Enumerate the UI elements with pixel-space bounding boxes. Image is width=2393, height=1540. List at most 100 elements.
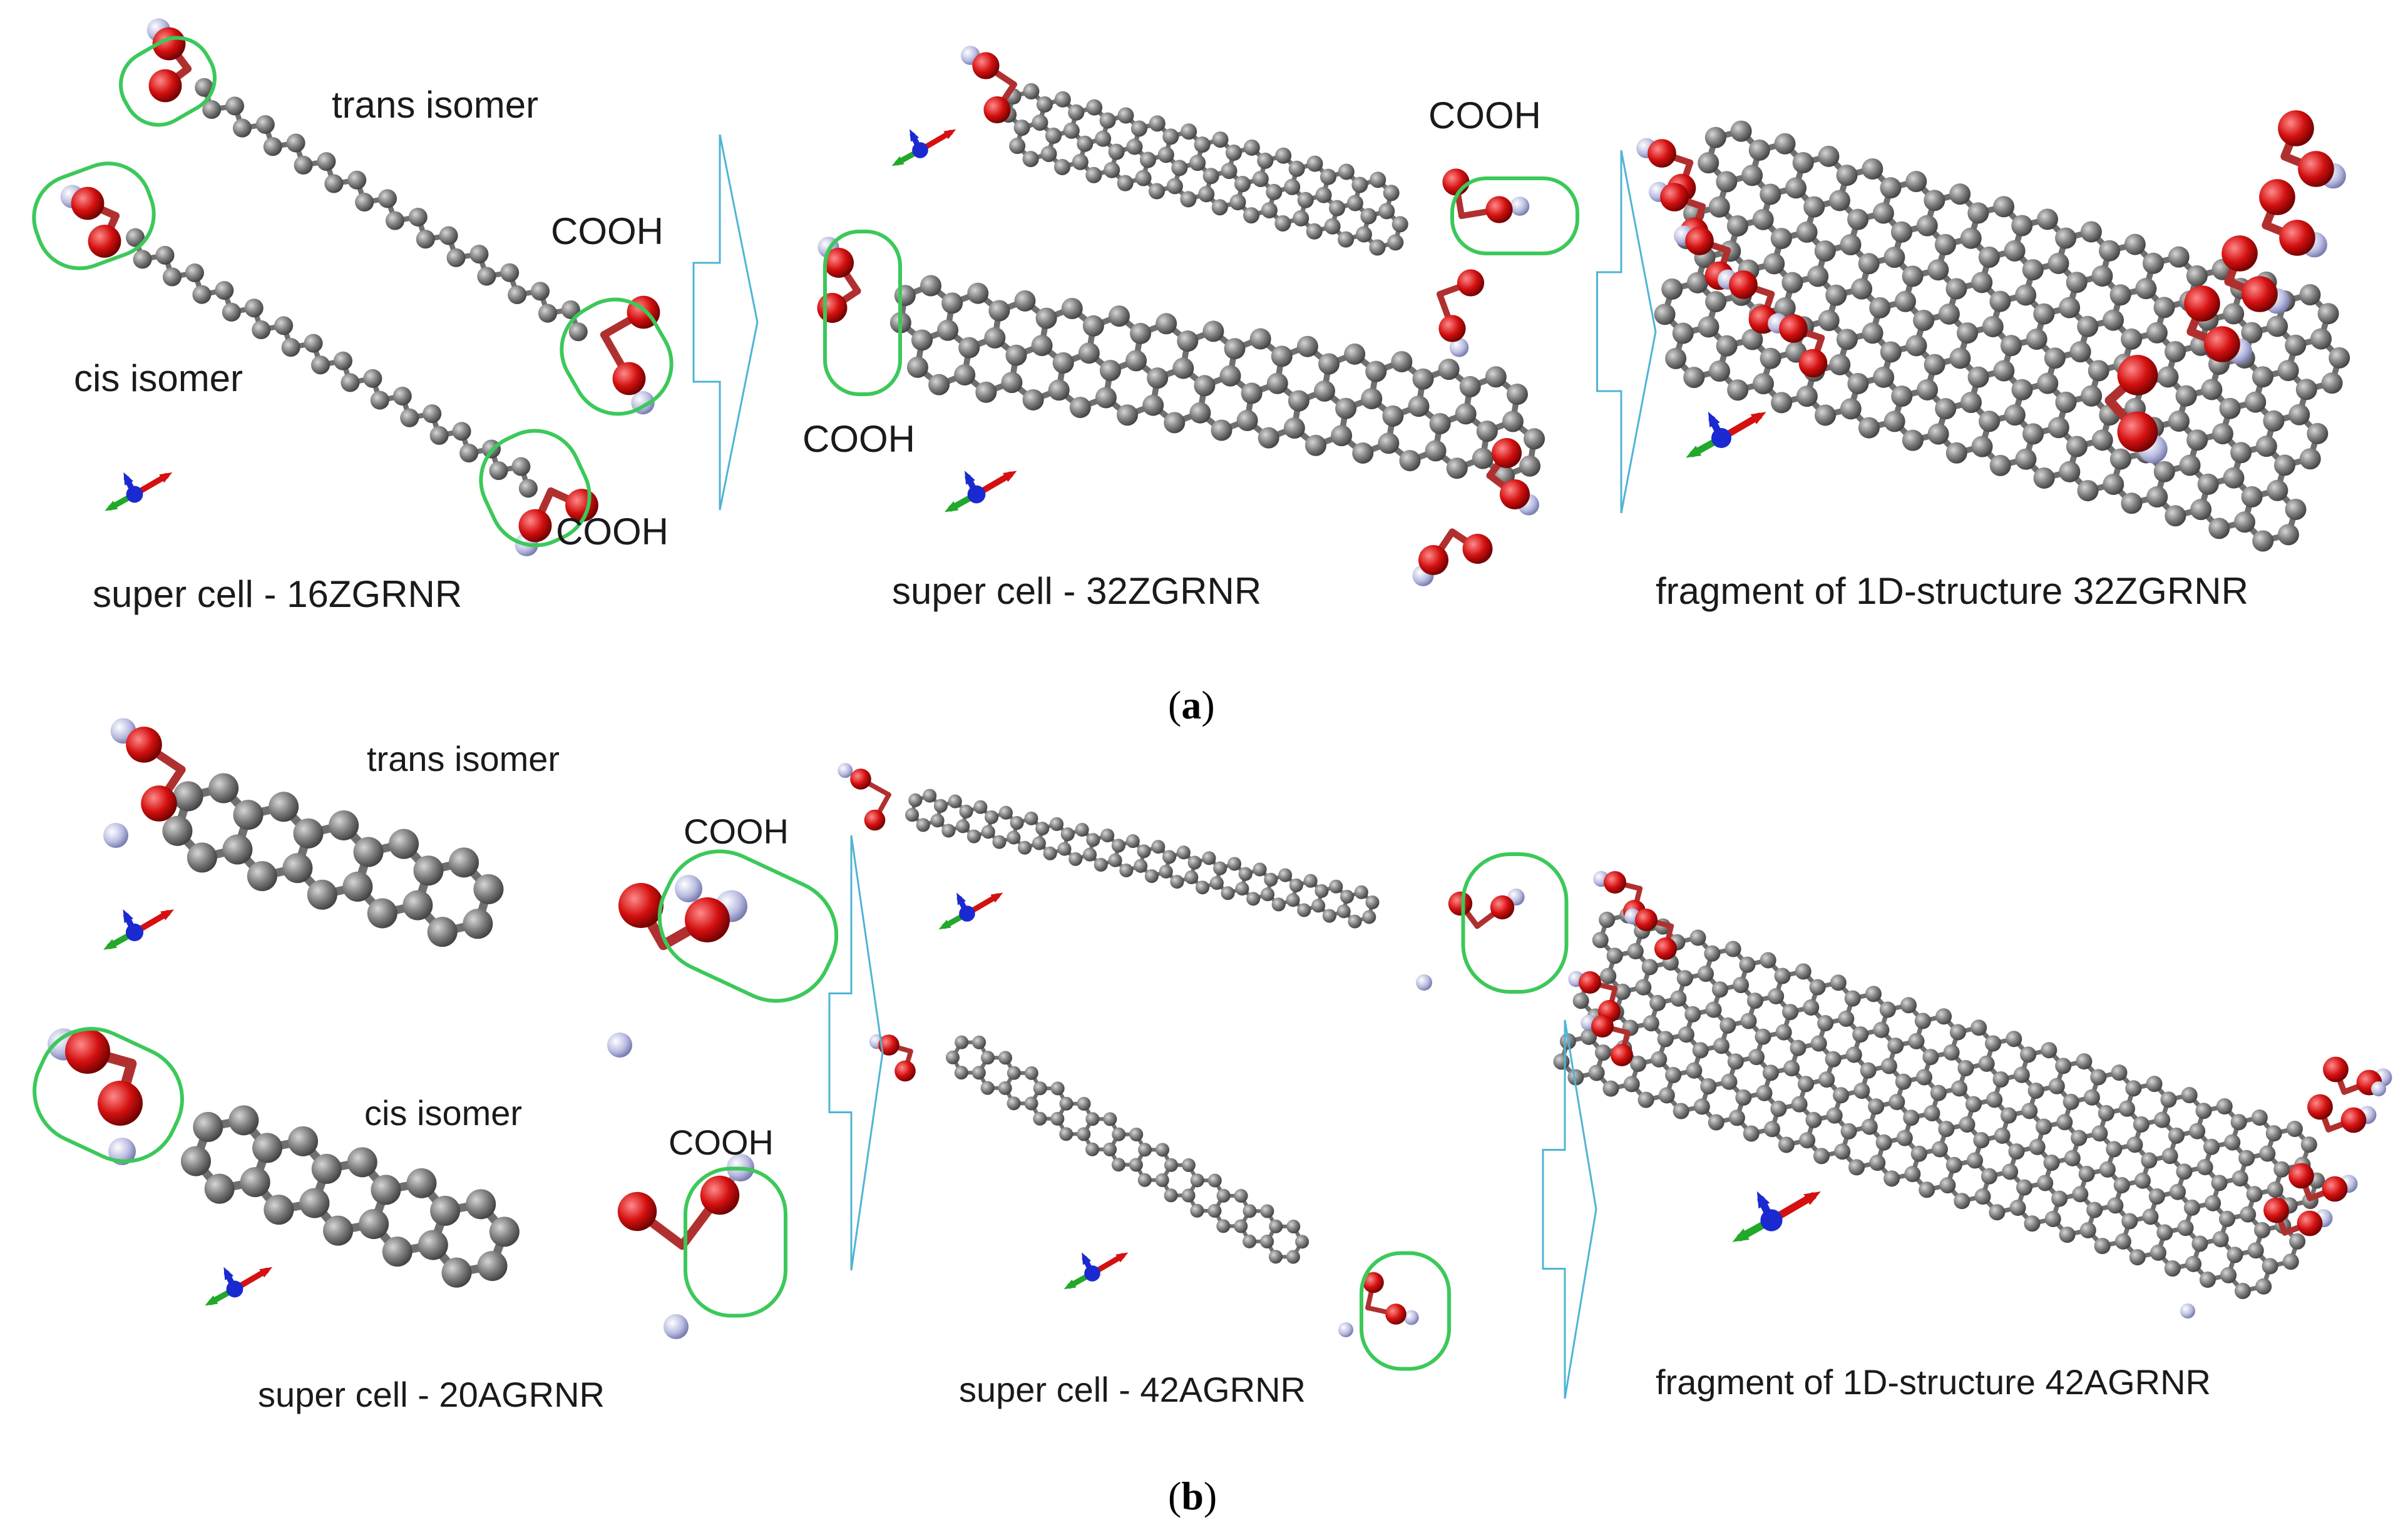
carbon-atom	[1791, 1096, 1808, 1113]
carbon-atom	[1005, 344, 1027, 366]
carbon-atom	[1234, 176, 1251, 193]
carbon-atom	[1164, 1188, 1178, 1203]
carbon-atom	[459, 444, 479, 463]
carbon-atom	[1134, 859, 1148, 873]
carbon-atom	[1967, 202, 1989, 224]
carbon-atom	[2066, 436, 2088, 457]
carbon-atom	[1094, 857, 1108, 872]
carbon-atom	[2289, 1233, 2306, 1250]
carbon-atom	[1135, 170, 1152, 186]
carbon-atom	[1266, 372, 1288, 394]
oxygen-atom	[152, 27, 186, 61]
carbon-atom	[180, 1146, 211, 1176]
carbon-atom	[195, 78, 214, 97]
carbon-atom	[1387, 234, 1404, 251]
carbon-atom	[1838, 1010, 1855, 1027]
carbon-atom	[1938, 303, 1960, 325]
carbon-atom	[1261, 887, 1275, 902]
carbon-atom	[187, 842, 217, 873]
carbon-atom	[2285, 334, 2307, 356]
carbon-atom	[2077, 315, 2099, 337]
carbon-atom	[1234, 1219, 1248, 1233]
oxygen-atom	[2322, 1176, 2348, 1202]
carbon-atom	[1676, 970, 1693, 987]
carbon-atom	[1227, 857, 1242, 871]
carbon-atom	[2078, 1166, 2095, 1183]
carbon-atom	[2245, 391, 2267, 413]
carbon-atom	[2047, 417, 2069, 439]
carbon-atom	[1506, 384, 1528, 405]
carbon-atom	[2113, 1176, 2130, 1193]
carbon-atom	[1318, 353, 1340, 375]
carbon-atom	[2094, 1238, 2111, 1255]
carbon-atom	[1735, 1089, 1752, 1106]
carbon-atom	[1743, 1125, 1760, 1142]
carbon-atom	[1209, 876, 1224, 890]
carbon-atom	[2186, 265, 2208, 287]
carbon-atom	[1600, 967, 1617, 984]
panel-caption-b: (b)	[1168, 1474, 1217, 1518]
oxygen-atom	[1635, 909, 1658, 931]
carbon-atom	[2329, 347, 2350, 369]
carbon-atom	[441, 1257, 472, 1288]
oxygen-atom	[618, 883, 664, 928]
carbon-atom	[1755, 1028, 1771, 1045]
carbon-atom	[1782, 1004, 1799, 1021]
carbon-atom	[1144, 869, 1159, 884]
carbon-atom	[255, 115, 275, 134]
carbon-atom	[1369, 239, 1386, 256]
carbon-atom	[427, 917, 458, 947]
carbon-atom	[2277, 360, 2299, 382]
carbon-atom	[1137, 844, 1151, 859]
carbon-atom	[446, 248, 466, 267]
carbon-atom	[2091, 1125, 2108, 1142]
carbon-atom	[2234, 1282, 2251, 1299]
carbon-atom	[2033, 303, 2055, 325]
process-arrow-icon	[692, 134, 759, 511]
carbon-atom	[1813, 1148, 1830, 1165]
stage-caption: fragment of 1D-structure 42AGRNR	[1656, 1362, 2211, 1402]
carbon-atom	[1472, 447, 1494, 469]
carbon-atom	[2059, 297, 2081, 319]
carbon-atom	[1319, 168, 1336, 185]
carbon-atom	[1260, 1204, 1274, 1218]
cooh-highlight-ring	[657, 849, 839, 1003]
carbon-atom	[353, 837, 384, 867]
carbon-atom	[1246, 892, 1261, 906]
carbon-atom	[1967, 1152, 1984, 1169]
carbon-atom	[1960, 227, 1982, 249]
carbon-atom	[1840, 1123, 1857, 1140]
carbon-atom	[416, 230, 435, 249]
carbon-atom	[1949, 1024, 1966, 1041]
carbon-atom	[1862, 158, 1883, 180]
carbon-atom	[984, 327, 1006, 349]
carbon-atom	[920, 275, 942, 297]
carbon-atom	[1756, 1084, 1773, 1101]
carbon-atom	[1971, 436, 1993, 457]
carbon-atom	[1852, 1026, 1869, 1043]
carbon-atom	[2016, 1179, 2032, 1196]
carbon-atom	[2223, 467, 2245, 489]
oxygen-atom	[1492, 438, 1522, 468]
oxygen-atom	[1500, 479, 1530, 509]
carbon-atom	[1022, 389, 1044, 410]
process-arrow-icon	[828, 835, 884, 1271]
carbon-atom	[1790, 1039, 1806, 1056]
carbon-atom	[1825, 284, 1847, 306]
carbon-atom	[1202, 320, 1224, 342]
carbon-atom	[1009, 138, 1026, 155]
carbon-atom	[1060, 827, 1075, 842]
stage-label: cis isomer	[74, 357, 243, 399]
carbon-atom	[1329, 200, 1346, 217]
oxygen-atom	[2323, 1056, 2349, 1083]
carbon-atom	[2223, 303, 2245, 325]
oxygen-atom	[1779, 314, 1808, 343]
carbon-atom	[894, 285, 916, 307]
carbon-atom	[1412, 368, 1434, 390]
carbon-atom	[1916, 215, 1938, 237]
carbon-atom	[1164, 1158, 1178, 1172]
process-arrow-icon	[1542, 1019, 1597, 1399]
carbon-atom	[1187, 855, 1202, 870]
carbon-atom	[355, 193, 374, 212]
carbon-atom	[1297, 903, 1311, 917]
